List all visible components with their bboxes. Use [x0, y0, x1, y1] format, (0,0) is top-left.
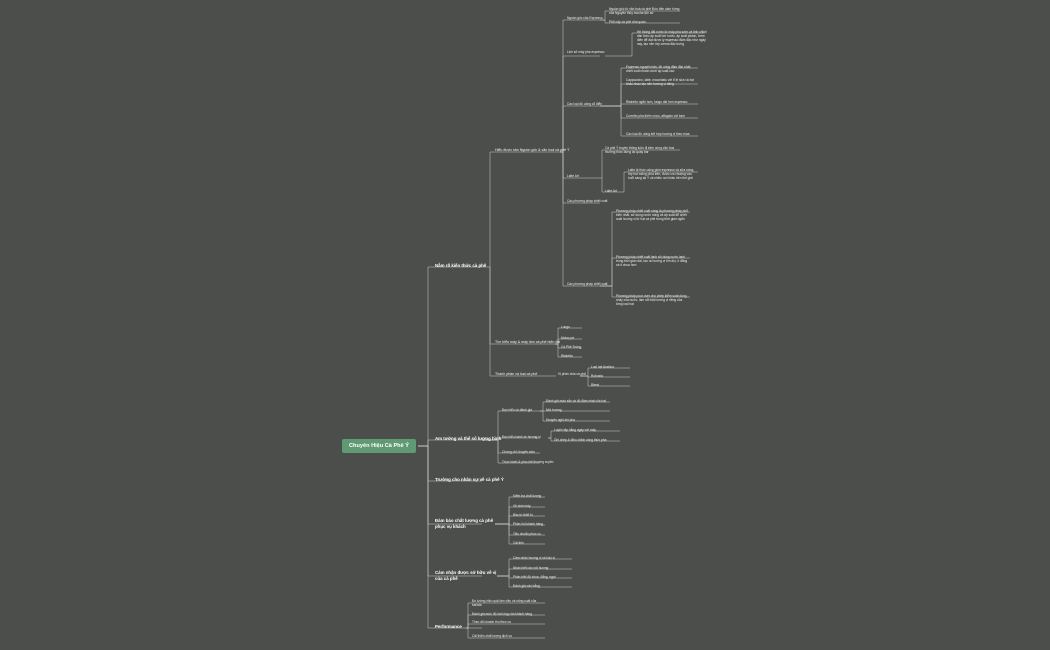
detail-hot-extraction: Phương pháp chiết xuất nóng là phương ph… [616, 209, 688, 221]
type-robusta[interactable]: Robusta [591, 374, 603, 378]
practice-daily: Luyện tập hằng ngày với máy [554, 428, 596, 432]
quality-improve[interactable]: Cải tiến [513, 541, 524, 545]
sub-practice[interactable]: Thực hành & pha chế thường xuyên [502, 460, 554, 464]
grade-recommend: Khuyến nghị khi pha [546, 418, 575, 422]
detail-seasonal: Các loại đồ uống kết hợp hương vị theo m… [626, 132, 690, 136]
branch-sensory[interactable]: Am tường và thể sổ lượng hình [435, 436, 502, 441]
detail-pour-over: Phương pháp pour over cho phép kiểm soát… [616, 294, 687, 306]
sub-espresso-origin[interactable]: Hiểu được sản Nguồn gốc & văn hoá cà phê… [495, 148, 570, 152]
detail-corretto: Corretto pha thêm rượu, affogato với kem [626, 114, 686, 118]
machine-ristretto[interactable]: Ristretto [561, 354, 573, 358]
grade-aroma: Mùi hương [546, 408, 562, 412]
perf-revenue[interactable]: Theo dõi doanh thu theo ca [472, 620, 511, 624]
sub-coffee-types[interactable]: Thành phần và loại cà phê [495, 372, 538, 376]
sub-cert[interactable]: Chứng chỉ chuyên môn [502, 450, 535, 454]
detail-espresso: Espresso nguyên bản, đồ uống đậm đặc nhấ… [626, 65, 692, 73]
taste-balance[interactable]: Đánh giá cân bằng [513, 584, 540, 588]
machine-lungo[interactable]: Lungo [561, 325, 570, 329]
machine-moka[interactable]: Moka pot [561, 336, 575, 340]
perf-satisfaction[interactable]: Đánh giá mức độ hài lòng của khách hàng [472, 612, 532, 616]
sub-methods-intro[interactable]: Các phương pháp chiết xuất [567, 199, 608, 203]
quality-maintain[interactable]: Bảo trì thiết bị [513, 513, 533, 517]
quality-feedback[interactable]: Phản hồi khách hàng [513, 522, 543, 526]
type-blend[interactable]: Blend [591, 383, 600, 387]
detail-culture: Cà phê Ý truyền thống luôn đi kèm cùng v… [605, 146, 675, 154]
sub-machine-history[interactable]: Lịch sử máy pha espresso [567, 50, 605, 54]
branch-taste[interactable]: Cảm nhận được sở hữu về vị của cà phê [435, 570, 497, 581]
detail-milk-drinks: Cappuccino, latte, macchiato với tỉ lệ s… [626, 78, 695, 86]
sub-latest-tech[interactable]: Tìm hiểu máy & máy làm cà phê hiện đại [495, 340, 561, 344]
perf-efficiency[interactable]: Đo lường hiệu quả làm việc và năng suất … [472, 599, 537, 607]
sub-classic-drinks[interactable]: Các loại đồ uống cổ điển [567, 102, 603, 106]
taste-aftertaste[interactable]: Cảm nhận hương vị và hậu vị [513, 556, 555, 560]
type-arabica[interactable]: Loại hạt Arabica [591, 365, 614, 369]
detail-latte-art: Latte Art [605, 189, 617, 193]
quality-check[interactable]: Kiểm tra chất lượng [513, 494, 542, 498]
sub-taste-wheel[interactable]: Đọc hiểu bánh xe hương vị [502, 435, 541, 439]
branch-staff-training[interactable]: Trường cho nhân sự về cà phê Ý [435, 477, 504, 482]
taste-notes[interactable]: Nhận biết các nốt hương [513, 566, 549, 570]
taste-acidity[interactable]: Phân biệt độ chua, đắng, ngọt [513, 575, 556, 579]
branch-coffee-knowledge[interactable]: Nắm rõ kiến thức cà phê [435, 263, 487, 268]
detail-latte: Latte là thức uống gồm espresso và sữa n… [628, 168, 695, 180]
detail-popularize: Phổ cập cà phê cửa quán [609, 20, 646, 24]
detail-origin: Nguồn gốc từ văn hoá cà phê Đức đến cảm … [609, 7, 680, 15]
detail-cold-extraction: Phương pháp chiết xuất lạnh sử dụng nước… [616, 255, 688, 267]
sub-espresso-history[interactable]: Nguồn gốc của Espresso [567, 16, 603, 20]
quality-standard[interactable]: Tiêu chuẩn phục vụ [513, 532, 541, 536]
detail-machine: Hệ thống đặt nước từ máy pha sớm và tinh… [637, 30, 707, 46]
practice-notes: Ghi chép & điều chỉnh công thức pha [554, 438, 607, 442]
sub-grading[interactable]: Đọc hiểu và đánh giá [502, 408, 532, 412]
grade-color: Đánh giá màu sắc và độ đậm nhạt của hạt [546, 399, 606, 403]
branch-quality[interactable]: Đảm bảo chất lượng cà phê phục vụ khách [435, 518, 494, 529]
detail-ristretto: Ristretto ngắn hơn, lungo dài hơn espres… [626, 100, 688, 104]
sub-culture[interactable]: Latte Art [567, 174, 579, 178]
sub-vi-phan[interactable]: Vị phân chia cà phê [558, 372, 586, 376]
root-topic[interactable]: Chuyên Hiệu Cà Phê Ý [342, 439, 416, 453]
machine-egg-coffee[interactable]: Cà Phê Trứng [561, 345, 582, 349]
sub-methods[interactable]: Các phương pháp chiết xuất [567, 282, 608, 286]
branch-performance[interactable]: Performance [435, 624, 462, 629]
perf-service[interactable]: Cải thiện chất lượng dịch vụ [472, 634, 512, 638]
quality-clean[interactable]: Vệ sinh máy [513, 504, 531, 508]
